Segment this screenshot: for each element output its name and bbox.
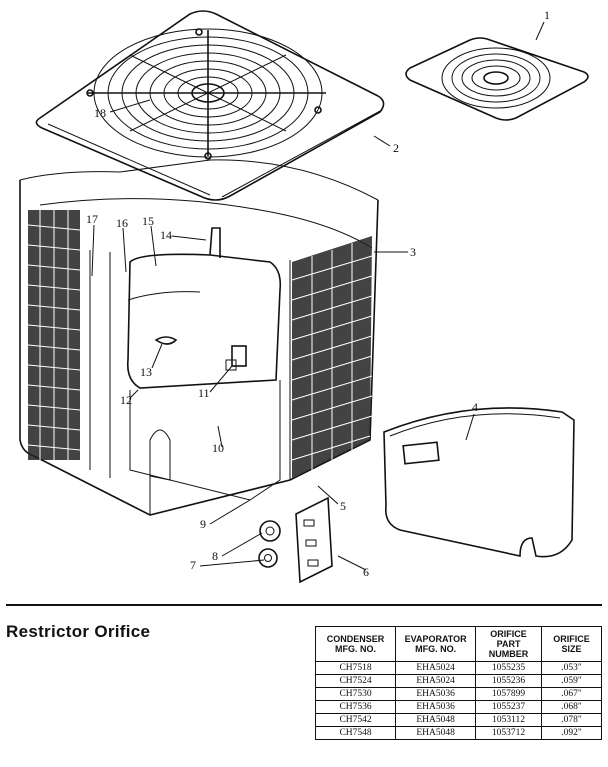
callout-15: 15: [142, 214, 154, 228]
callout-6: 6: [363, 565, 369, 579]
table-row: CH7542 EHA5048 1053112 .078": [314, 713, 603, 727]
column-header: CONDENSER MFG. NO.: [314, 626, 397, 662]
table-cell: .067": [540, 687, 603, 701]
callout-12: 12: [120, 393, 132, 407]
optional-top-cover: [405, 37, 589, 121]
table-cell: 1057899: [475, 687, 542, 701]
cabinet: [19, 159, 379, 516]
table-cell: CH7530: [314, 687, 397, 701]
table-cell: EHA5024: [395, 674, 477, 688]
section-divider: [6, 604, 602, 606]
table-cell: EHA5036: [395, 687, 477, 701]
table-cell: 1053712: [475, 726, 542, 740]
section-title: Restrictor Orifice: [6, 622, 151, 641]
column-header: ORIFICE PART NUMBER: [475, 626, 542, 662]
table-cell: CH7536: [314, 700, 397, 714]
table-cell: CH7548: [314, 726, 397, 740]
callout-10: 10: [212, 441, 224, 455]
table-cell: 1055237: [475, 700, 542, 714]
table-cell: .068": [540, 700, 603, 714]
restrictor-orifice-table: CONDENSER MFG. NO. EVAPORATOR MFG. NO. O…: [314, 626, 603, 740]
table-row: CH7536 EHA5036 1055237 .068": [314, 700, 603, 714]
table-cell: EHA5036: [395, 700, 477, 714]
callout-18: 18: [94, 106, 106, 120]
table-cell: .053": [540, 661, 603, 675]
callout-11: 11: [198, 386, 210, 400]
callout-1: 1: [544, 8, 550, 22]
column-header: ORIFICE SIZE: [540, 626, 603, 662]
access-panel: [383, 407, 575, 558]
orifice-washer: [258, 520, 281, 568]
callout-5: 5: [340, 499, 346, 513]
callout-14: 14: [160, 228, 172, 242]
table-cell: CH7518: [314, 661, 397, 675]
table-row: CH7548 EHA5048 1053712 .092": [314, 726, 603, 740]
table-row: CH7524 EHA5024 1055236 .059": [314, 674, 603, 688]
table-cell: .078": [540, 713, 603, 727]
callout-7: 7: [190, 558, 196, 572]
callout-4: 4: [472, 400, 478, 414]
column-header: EVAPORATOR MFG. NO.: [395, 626, 477, 662]
table-header-row: CONDENSER MFG. NO. EVAPORATOR MFG. NO. O…: [314, 626, 603, 662]
right-coil: [291, 236, 373, 478]
exploded-parts-diagram: 1 2 3 4 5 6 7 8 9 10 11 12 13 14 15 16 1…: [19, 8, 589, 584]
callout-2: 2: [393, 141, 399, 155]
table-cell: CH7542: [314, 713, 397, 727]
table-cell: EHA5024: [395, 661, 477, 675]
table-row: CH7530 EHA5036 1057899 .067": [314, 687, 603, 701]
top-cover: [35, 10, 385, 201]
callout-17: 17: [86, 212, 98, 226]
compressor-and-controls: [89, 227, 282, 501]
callout-3: 3: [410, 245, 416, 259]
gasket-plate: [295, 496, 333, 584]
table-cell: .092": [540, 726, 603, 740]
table-cell: 1053112: [475, 713, 542, 727]
leader-lines: [91, 21, 545, 571]
table-cell: EHA5048: [395, 726, 477, 740]
table-row: CH7518 EHA5024 1055235 .053": [314, 661, 603, 675]
callout-8: 8: [212, 549, 218, 563]
callout-13: 13: [140, 365, 152, 379]
fan-guard: [86, 28, 326, 160]
table-cell: 1055235: [475, 661, 542, 675]
callout-9: 9: [200, 517, 206, 531]
table-cell: 1055236: [475, 674, 542, 688]
left-coil: [27, 210, 81, 460]
table-cell: CH7524: [314, 674, 397, 688]
table-cell: EHA5048: [395, 713, 477, 727]
table-cell: .059": [540, 674, 603, 688]
callout-16: 16: [116, 216, 128, 230]
